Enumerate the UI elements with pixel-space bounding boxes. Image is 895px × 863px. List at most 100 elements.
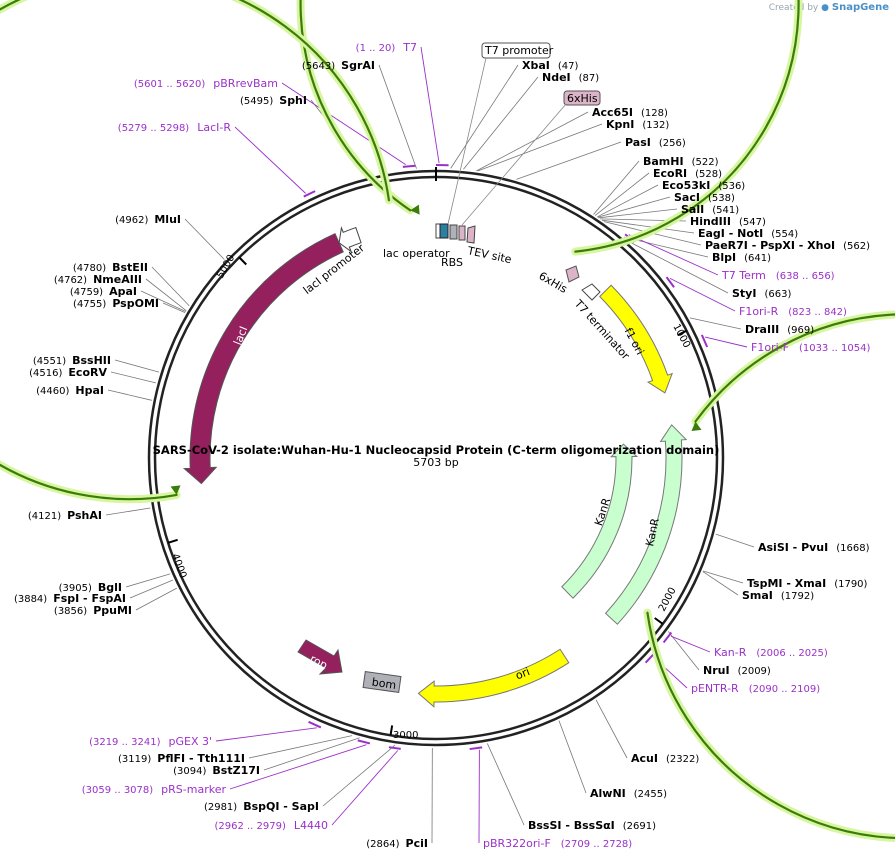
enzyme-site-eco53ki[interactable]: Eco53kI(536) — [662, 179, 745, 192]
enzyme-site-kpni[interactable]: KpnI(132) — [606, 118, 669, 131]
enzyme-site-ecorv[interactable]: EcoRV(4516) — [29, 366, 107, 379]
lac-operator-label: lac operator — [383, 247, 450, 260]
enzyme-site-acui[interactable]: AcuI(2322) — [631, 752, 699, 765]
enzyme-site-draiii[interactable]: DraIII(969) — [745, 323, 814, 336]
primer-leader-line — [669, 277, 736, 312]
enzyme-site-bamhi[interactable]: BamHI(522) — [643, 155, 719, 168]
enzyme-leader-line — [248, 735, 353, 759]
primer-prs-marker[interactable]: pRS-marker(3059 .. 3078) — [82, 783, 227, 796]
enzyme-site-xbai[interactable]: XbaI(47) — [522, 59, 579, 72]
primer-leader-line — [331, 750, 399, 826]
enzyme-site-apai[interactable]: ApaI(4759) — [70, 285, 137, 298]
enzyme-site-hpai[interactable]: HpaI(4460) — [36, 384, 104, 397]
enzyme-position: (541) — [712, 205, 739, 216]
primer-binding-mark — [402, 164, 416, 168]
enzyme-name: SgrAI — [341, 59, 375, 72]
enzyme-name: BspQI - SapI — [243, 800, 319, 813]
rbs-label: RBS — [441, 256, 463, 269]
enzyme-site-pspomi[interactable]: PspOMI(4755) — [73, 297, 159, 310]
enzyme-site-fspi-fspai[interactable]: FspI - FspAI(3884) — [14, 592, 126, 605]
primer-name: pBRrevBam — [213, 77, 278, 90]
primer-pentr-r[interactable]: pENTR-R(2090 .. 2109) — [691, 682, 820, 695]
enzyme-name: FspI - FspAI — [53, 592, 126, 605]
enzyme-leader-line — [322, 744, 396, 807]
enzyme-site-styi[interactable]: StyI(663) — [732, 287, 791, 300]
orf-arrowhead-icon — [410, 204, 420, 215]
enzyme-site-ndei[interactable]: NdeI(87) — [542, 71, 599, 84]
primer-binding-mark — [644, 652, 655, 664]
primer-pbrrevbam[interactable]: pBRrevBam(5601 .. 5620) — [134, 77, 278, 90]
primer-f1ori-r[interactable]: F1ori-R(823 .. 842) — [739, 305, 847, 318]
primer-name: L4440 — [294, 819, 328, 832]
primer-leader-line — [215, 727, 317, 742]
enzyme-site-smai[interactable]: SmaI(1792) — [742, 589, 814, 602]
enzyme-site-alwni[interactable]: AlwNI(2455) — [590, 787, 667, 800]
enzyme-site-pcii[interactable]: PciI(2864) — [366, 837, 428, 850]
enzyme-site-sali[interactable]: SalI(541) — [681, 203, 739, 216]
tick-mark-4000 — [167, 538, 178, 544]
primer-position: (638 .. 656) — [776, 271, 835, 282]
enzyme-name: NmeAIII — [93, 273, 142, 286]
enzyme-leader-line — [595, 699, 628, 759]
enzyme-site-sgrai[interactable]: SgrAI(5643) — [302, 59, 375, 72]
f1-ori-feature — [599, 284, 673, 394]
primer-laci-r[interactable]: LacI-R(5279 .. 5298) — [118, 121, 232, 134]
enzyme-position: (4759) — [70, 287, 103, 298]
enzyme-site-bsteii[interactable]: BstEII(4780) — [73, 261, 148, 274]
enzyme-site-saci[interactable]: SacI(538) — [674, 191, 735, 204]
orf-arrowhead-icon — [691, 421, 702, 432]
enzyme-site-acc65i[interactable]: Acc65I(128) — [592, 106, 668, 119]
primer-pgex-3[interactable]: pGEX 3'(3219 .. 3241) — [89, 735, 212, 748]
enzyme-site-bspqi-sapi[interactable]: BspQI - SapI(2981) — [204, 800, 319, 813]
enzyme-leader-line — [135, 587, 178, 611]
primer-name: pRS-marker — [161, 783, 226, 796]
enzyme-site-paer7i-pspxi-xhoi[interactable]: PaeR7I - PspXI - XhoI(562) — [705, 239, 870, 252]
enzyme-position: (128) — [641, 108, 668, 119]
primer-position: (2090 .. 2109) — [749, 684, 821, 695]
enzyme-site-asisi-pvui[interactable]: AsiSI - PvuI(1668) — [758, 541, 870, 554]
enzyme-site-bgli[interactable]: BglI(3905) — [59, 581, 122, 594]
tick-label-2000: 2000 — [657, 586, 679, 614]
enzyme-site-hindiii[interactable]: HindIII(547) — [690, 215, 766, 228]
primer-binding-mark — [665, 276, 675, 288]
enzyme-site-bsshii[interactable]: BssHII(4551) — [33, 354, 111, 367]
enzyme-site-pasi[interactable]: PasI(256) — [625, 136, 686, 149]
enzyme-leader-line — [594, 172, 650, 216]
enzyme-leader-line — [689, 317, 742, 330]
primer-leader-line — [670, 635, 711, 653]
primer-t7[interactable]: T7(1 .. 20) — [356, 41, 417, 54]
enzyme-site-mlui[interactable]: MluI(4962) — [115, 213, 181, 226]
enzyme-site-eagi-noti[interactable]: EagI - NotI(554) — [698, 227, 798, 240]
enzyme-name: BstZ17I — [212, 764, 260, 777]
primer-l4440[interactable]: L4440(2962 .. 2979) — [214, 819, 328, 832]
enzyme-site-bstz17i[interactable]: BstZ17I(3094) — [173, 764, 260, 777]
enzyme-name: BssSI - BssSαI — [528, 819, 615, 832]
rbs-mark — [449, 224, 458, 240]
enzyme-site-tspmi-xmai[interactable]: TspMI - XmaI(1790) — [747, 577, 868, 590]
snapgene-brand: Created by ● SnapGene — [769, 2, 889, 13]
enzyme-position: (4962) — [115, 215, 148, 226]
enzyme-site-ecori[interactable]: EcoRI(528) — [653, 167, 722, 180]
enzyme-position: (4516) — [29, 368, 62, 379]
enzyme-position: (5495) — [240, 96, 273, 107]
enzyme-leader-line — [107, 389, 152, 401]
enzyme-site-ppumi[interactable]: PpuMI(3856) — [54, 604, 132, 617]
enzyme-name: PflFI - Tth111I — [157, 752, 245, 765]
enzyme-site-sphi[interactable]: SphI(5495) — [240, 94, 307, 107]
enzyme-name: NdeI — [542, 71, 571, 84]
enzyme-position: (1668) — [836, 543, 869, 554]
primer-position: (5279 .. 5298) — [118, 123, 190, 134]
enzyme-site-pshai[interactable]: PshAI(4121) — [28, 509, 102, 522]
primer-f1ori-f[interactable]: F1ori-F(1033 .. 1054) — [751, 341, 870, 354]
enzyme-site-pflfi-tth111i[interactable]: PflFI - Tth111I(3119) — [118, 752, 245, 765]
enzyme-site-bsssi-bsss-i[interactable]: BssSI - BssSαI(2691) — [528, 819, 656, 832]
enzyme-site-nrui[interactable]: NruI(2009) — [703, 664, 771, 677]
enzyme-site-blpi[interactable]: BlpI(641) — [712, 251, 771, 264]
primer-binding-mark — [308, 720, 322, 729]
enzyme-site-nmeaiii[interactable]: NmeAIII(4762) — [54, 273, 142, 286]
primer-t7-term[interactable]: T7 Term (638 .. 656) — [721, 269, 835, 282]
primer-kan-r[interactable]: Kan-R(2006 .. 2025) — [714, 646, 828, 659]
primer-name: T7 Term — [721, 269, 766, 282]
enzyme-name: DraIII — [745, 323, 779, 336]
primer-pbr322ori-f[interactable]: pBR322ori-F(2709 .. 2728) — [483, 837, 632, 850]
